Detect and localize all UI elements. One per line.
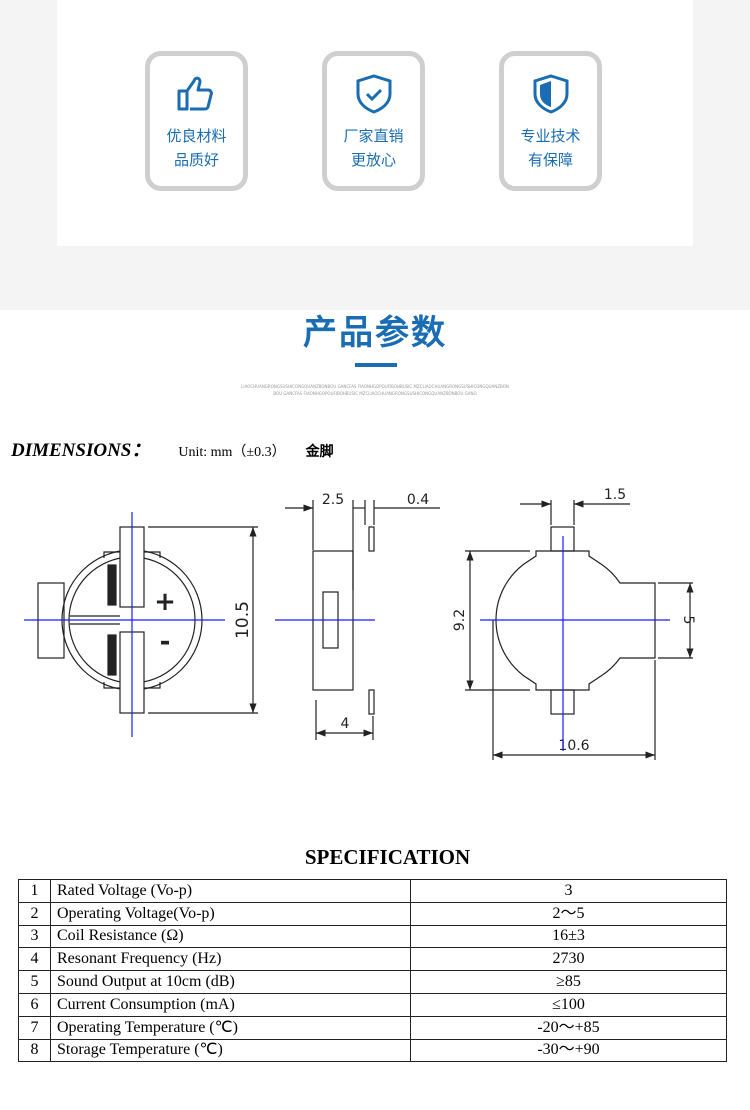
dimension-drawing: + - 10.5 2.5 0.4 4 1.5 9.2 5 10.6: [24, 487, 696, 760]
pin-label: 金脚: [305, 444, 334, 460]
feature-quality: 优良材料 品质好: [145, 51, 248, 191]
shield-check-icon: [356, 74, 391, 114]
row-number: 8: [18, 1038, 51, 1063]
row-value: 16±3: [410, 924, 727, 949]
row-parameter: Current Consumption (mA): [50, 992, 411, 1017]
feature-line1: 优良材料: [166, 127, 227, 145]
row-parameter: Resonant Frequency (Hz): [50, 947, 411, 972]
feature-direct-sale: 厂家直销 更放心: [322, 51, 425, 191]
feature-tech: 专业技术 有保障: [499, 51, 602, 191]
title-underline: [355, 363, 397, 367]
row-value: -30～+90: [410, 1038, 727, 1063]
row-value: -20～+85: [410, 1015, 727, 1040]
dim-side-width: 4: [341, 716, 350, 732]
back-view: 1.5 9.2 5 10.6: [452, 487, 696, 760]
front-view: + - 10.5: [24, 512, 258, 737]
feature-line1: 厂家直销: [343, 127, 404, 145]
unit-label: Unit: mm（±0.3）: [178, 445, 286, 460]
dim-back-height: 9.2: [452, 609, 468, 631]
row-number: 1: [18, 879, 51, 903]
dimensions-header: DIMENSIONS： Unit: mm（±0.3） 金脚: [11, 435, 334, 462]
thumbs-up-icon: [177, 76, 213, 111]
dim-side-depth: 2.5: [322, 492, 344, 508]
spec-title: SPECIFICATION: [304, 845, 471, 869]
dim-front-height: 10.5: [233, 601, 253, 639]
row-number: 5: [18, 970, 51, 994]
row-parameter: Storage Temperature (℃): [50, 1038, 411, 1063]
feature-line2: 更放心: [350, 151, 396, 169]
plus-sign: +: [154, 587, 176, 617]
minus-sign: -: [160, 627, 171, 657]
section-title: 产品参数: [303, 313, 447, 353]
shield-half-icon: [533, 74, 568, 114]
row-parameter: Sound Output at 10cm (dB): [50, 970, 411, 994]
dim-pin-width: 1.5: [604, 487, 626, 503]
dim-pin-thickness: 0.4: [407, 492, 429, 508]
dim-tab-height: 5: [680, 616, 696, 625]
row-number: 6: [18, 992, 51, 1017]
row-parameter: Operating Voltage(Vo-p): [50, 901, 411, 926]
row-value: ≤100: [410, 992, 727, 1017]
feature-line2: 品质好: [173, 151, 219, 169]
row-number: 4: [18, 947, 51, 972]
row-number: 3: [18, 924, 51, 949]
row-parameter: Operating Temperature (℃): [50, 1015, 411, 1040]
section-subtitle: LIAOCHUANGRONGSUSHICONGQUANZBONBOU GANCF…: [241, 384, 509, 396]
row-value: ≥85: [410, 970, 727, 994]
row-value: 2730: [410, 947, 727, 972]
feature-line1: 专业技术: [520, 127, 581, 145]
dim-back-width: 10.6: [558, 738, 589, 754]
row-parameter: Rated Voltage (Vo-p): [50, 879, 411, 903]
row-parameter: Coil Resistance (Ω): [50, 924, 411, 949]
dimensions-label: DIMENSIONS：: [11, 440, 151, 461]
row-number: 2: [18, 901, 51, 926]
row-value: 2～5: [410, 901, 727, 926]
row-value: 3: [410, 879, 727, 903]
feature-line2: 有保障: [527, 151, 573, 169]
row-number: 7: [18, 1015, 51, 1040]
side-view: 2.5 0.4 4: [275, 492, 440, 740]
